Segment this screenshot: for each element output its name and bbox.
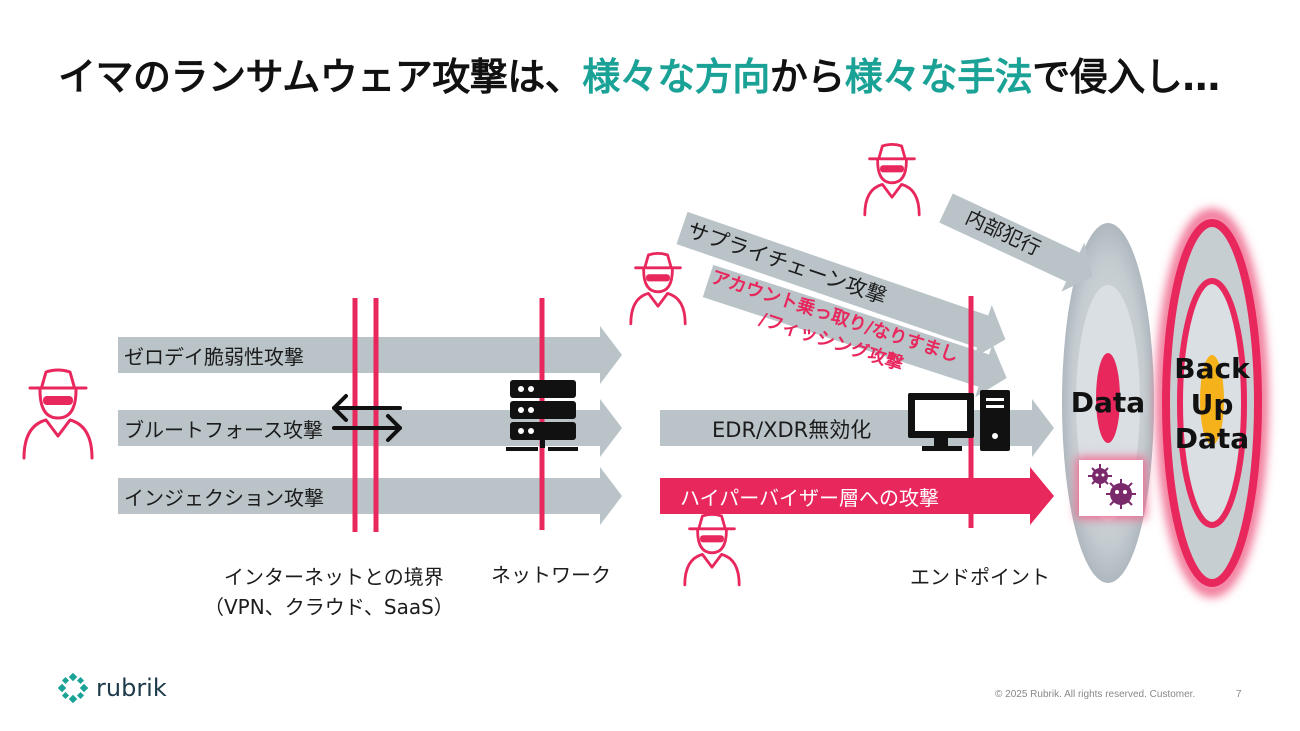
supply-chain-arrow: [676, 211, 1006, 359]
computer-icon: [908, 390, 1010, 451]
injection-arrow: [118, 467, 622, 525]
backup-target: [1156, 209, 1268, 597]
insider-arrow: [939, 193, 1093, 292]
malware-box: [1076, 457, 1146, 519]
zero-day-label: ゼロデイ脆弱性攻撃: [124, 345, 304, 369]
exchange-arrows-icon: [332, 394, 402, 442]
rubrik-logo: rubrik: [58, 673, 167, 703]
page-number: 7: [1236, 689, 1242, 700]
backup-label-1: Back: [1174, 352, 1251, 385]
copyright-text: © 2025 Rubrik. All rights reserved. Cust…: [995, 689, 1196, 700]
page-title: イマのランサムウェア攻撃は、様々な方向から様々な手法で侵入し…: [58, 55, 1220, 99]
account-takeover-arrow: [702, 264, 1007, 398]
hacker-icon-middle: [629, 252, 687, 326]
hacker-icon-bottom: [683, 513, 741, 587]
backup-label-3: Data: [1175, 422, 1249, 455]
zero-day-arrow: [118, 326, 622, 384]
internet-boundary-sub-label: （VPN、クラウド、SaaS）: [204, 595, 454, 619]
backup-label-2: Up: [1191, 388, 1234, 421]
hacker-icon-top-right: [863, 143, 921, 217]
data-label: Data: [1071, 386, 1145, 419]
rubrik-logo-icon: [58, 673, 88, 703]
hypervisor-arrow: [660, 467, 1054, 525]
hypervisor-label: ハイパーバイザー層への攻撃: [680, 486, 939, 510]
brute-force-label: ブルートフォース攻撃: [124, 418, 323, 442]
network-label: ネットワーク: [491, 563, 611, 587]
internet-boundary-label: インターネットとの境界: [224, 565, 444, 589]
server-icon: [506, 380, 578, 451]
rubrik-wordmark: rubrik: [96, 674, 167, 702]
injection-label: インジェクション攻撃: [124, 486, 324, 510]
virus-icon: [1088, 464, 1136, 509]
edr-label: EDR/XDR無効化: [712, 418, 871, 442]
endpoint-label: エンドポイント: [910, 565, 1050, 589]
hacker-icon-left: [22, 368, 94, 460]
